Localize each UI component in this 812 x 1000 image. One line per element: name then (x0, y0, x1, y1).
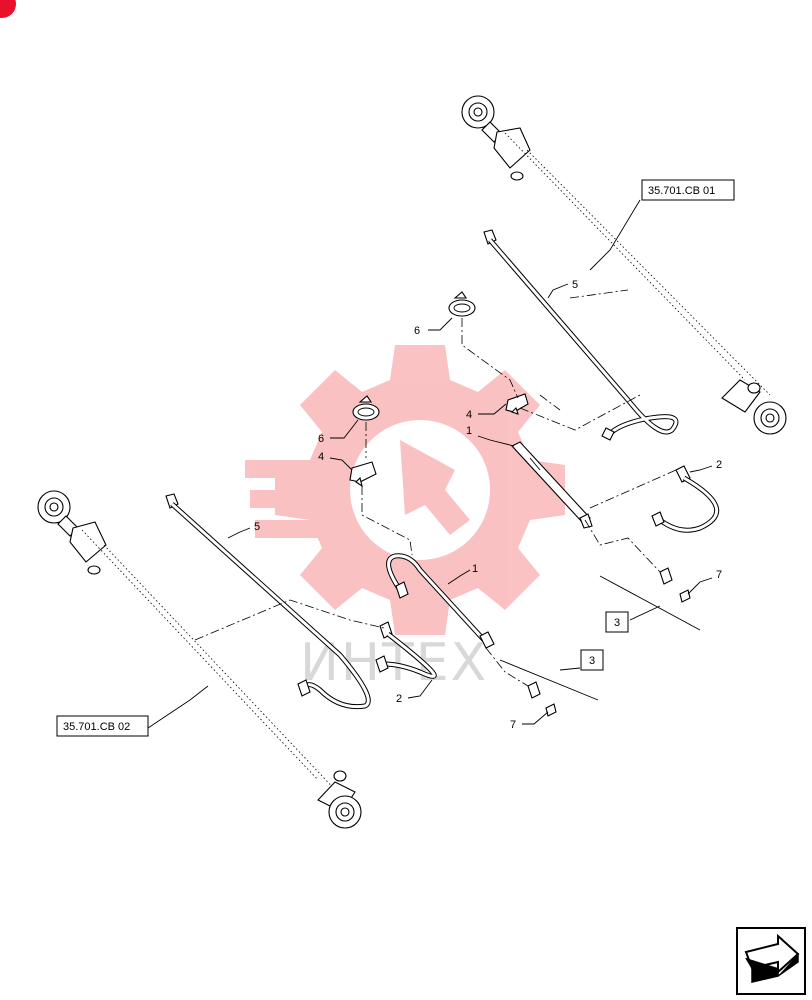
callout-4-right[interactable]: 4 (466, 409, 472, 421)
valve-item-1-left (386, 553, 495, 649)
callout-4-left[interactable]: 4 (318, 451, 324, 463)
callout-2-right[interactable]: 2 (716, 459, 722, 471)
item-box-3-left[interactable] (580, 649, 604, 671)
hose-item-2-right (651, 465, 720, 533)
hydraulic-cylinder-right (461, 95, 787, 435)
item-box-3-right-label: 3 (614, 617, 620, 629)
callout-7-right[interactable]: 7 (716, 569, 722, 581)
valve-item-1-right (511, 441, 593, 529)
item-box-3-left-label: 3 (589, 655, 595, 667)
hose-item-2-left (375, 621, 437, 679)
callout-2-left[interactable]: 2 (396, 693, 402, 705)
alignment-lines (194, 289, 677, 687)
callout-5-left[interactable]: 5 (254, 521, 260, 533)
fitting-item-7-left (527, 681, 557, 717)
corner-badge (0, 0, 16, 18)
ref-box-cb02[interactable] (56, 715, 149, 737)
bracket-item-4-left (349, 461, 377, 488)
ref-label-cb01: 35.701.CB 01 (648, 185, 715, 197)
callouts: 5 6 4 1 2 7 6 4 5 1 2 7 (227, 279, 722, 731)
callout-6-left[interactable]: 6 (318, 433, 324, 445)
callout-5-right[interactable]: 5 (572, 279, 578, 291)
ref-box-cb01[interactable] (641, 179, 735, 201)
clamp-item-6-right (448, 291, 476, 317)
item-box-3-right[interactable] (605, 611, 629, 633)
tube-item-5-left (165, 493, 371, 710)
ref-label-cb02: 35.701.CB 02 (63, 721, 130, 733)
callout-1-right[interactable]: 1 (466, 425, 472, 437)
callout-1-left[interactable]: 1 (472, 563, 478, 575)
hydraulic-cylinder-left (37, 490, 362, 829)
clamp-item-6-left (352, 395, 380, 421)
callout-7-left[interactable]: 7 (510, 719, 516, 731)
callout-6-right[interactable]: 6 (414, 325, 420, 337)
tube-item-5-right (483, 229, 679, 441)
fitting-item-7-right (659, 567, 691, 603)
watermark-gear-icon (245, 345, 565, 635)
next-page-arrow-icon[interactable] (736, 927, 806, 995)
